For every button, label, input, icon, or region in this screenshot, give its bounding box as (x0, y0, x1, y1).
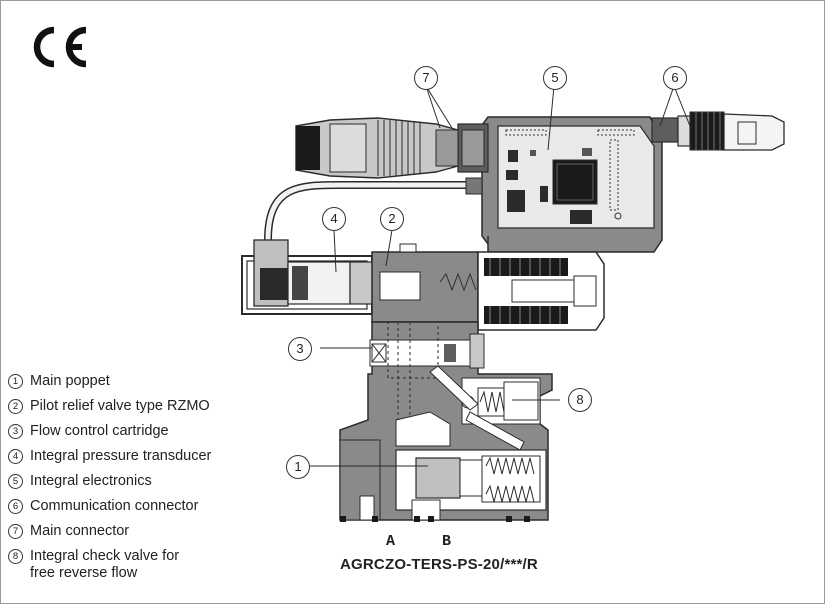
callout-2: 2 (380, 207, 404, 231)
callout-5: 5 (543, 66, 567, 90)
callout-8: 8 (568, 388, 592, 412)
callout-1: 1 (286, 455, 310, 479)
legend-number: 8 (8, 549, 23, 564)
port-b-label: B (442, 533, 452, 550)
component-legend: 1 Main poppet 2 Pilot relief valve type RZ… (6, 373, 296, 586)
legend-number: 3 (8, 424, 23, 439)
legend-text-continued: free reverse flow (30, 565, 138, 581)
legend-number: 1 (8, 374, 23, 389)
legend-text: Main poppet (30, 373, 110, 389)
legend-item: 3 Flow control cartridge (6, 423, 296, 448)
legend-number: 6 (8, 499, 23, 514)
transducer-cable (264, 177, 483, 241)
callout-4: 4 (322, 207, 346, 231)
legend-text: Integral pressure transducer (30, 448, 212, 464)
callout-7: 7 (414, 66, 438, 90)
main-valve-body (339, 321, 553, 522)
legend-text: Main connector (30, 523, 130, 539)
legend-item: 2 Pilot relief valve type RZMO (6, 398, 296, 423)
pilot-section (241, 239, 605, 331)
main-connector-plug (295, 117, 459, 179)
callout-3: 3 (288, 337, 312, 361)
legend-number: 7 (8, 524, 23, 539)
legend-item: 5 Integral electronics (6, 473, 296, 498)
callout-6: 6 (663, 66, 687, 90)
legend-text: Communication connector (30, 498, 199, 514)
ce-mark-icon (33, 26, 87, 68)
port-a-label: A (386, 533, 396, 550)
legend-item: 6 Communication connector (6, 498, 296, 523)
legend-number: 4 (8, 449, 23, 464)
legend-text: Pilot relief valve type RZMO (30, 398, 210, 414)
legend-item: 1 Main poppet (6, 373, 296, 398)
legend-number: 5 (8, 474, 23, 489)
legend-item: 7 Main connector (6, 523, 296, 548)
legend-text: Integral electronics (30, 473, 152, 489)
legend-text: Integral check valve for (30, 548, 180, 564)
legend-item: 4 Integral pressure transducer (6, 448, 296, 473)
legend-text: Flow control cartridge (30, 423, 169, 439)
communication-connector-plug (677, 111, 785, 151)
model-code: AGRCZO-TERS-PS-20/***/R (340, 556, 538, 573)
leader-lines (308, 85, 691, 467)
legend-number: 2 (8, 399, 23, 414)
electronics-housing (457, 116, 679, 253)
